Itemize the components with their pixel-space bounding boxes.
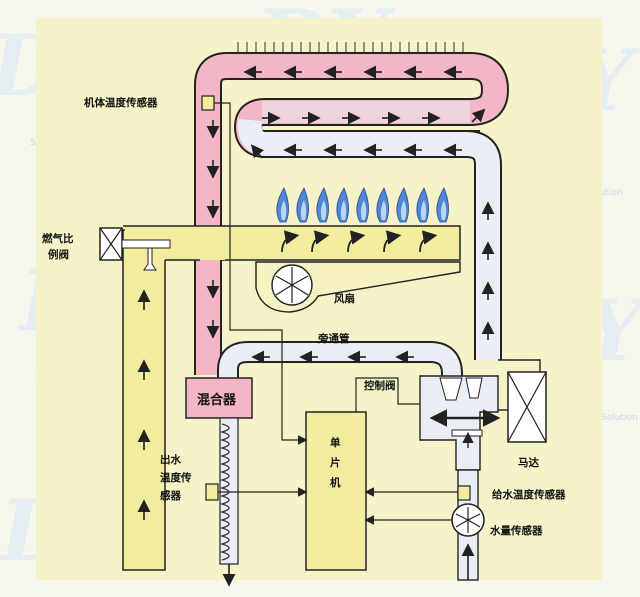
heat-exchanger-coil	[194, 52, 509, 375]
burner-flames-inner	[280, 200, 447, 220]
fan	[255, 261, 461, 313]
body-temp-sensor	[201, 95, 215, 111]
gas-valve-label: 例阀	[48, 248, 69, 261]
mcu-label: 片	[330, 456, 341, 469]
gas-proportional-valve	[99, 227, 171, 271]
mcu-block	[305, 411, 367, 571]
control-valve	[419, 375, 501, 471]
flow-sensor-label: 水量传感器	[489, 524, 543, 537]
outlet-temp-sensor	[205, 483, 219, 501]
return-pipe	[465, 130, 502, 360]
mixer-block	[185, 377, 253, 419]
motor	[498, 359, 547, 443]
gas-valve-label: 燃气比	[42, 232, 74, 245]
outlet-coil	[219, 417, 239, 587]
mixer-label: 混合器	[197, 392, 237, 408]
motor-label: 马达	[518, 456, 539, 469]
signal-lines	[214, 102, 460, 525]
control-valve-label: 控制阀	[364, 379, 396, 392]
body-temp-sensor-label: 机体温度传感器	[84, 96, 158, 109]
flow-sensor	[451, 503, 485, 580]
inlet-sensor-label: 给水温度传感器	[492, 488, 566, 501]
outlet-sensor-label: 感器	[160, 489, 181, 502]
burner-arrows	[281, 230, 438, 253]
flow-arrows-coil	[206, 65, 495, 340]
bypass-label: 旁通管	[317, 332, 350, 345]
outlet-sensor-label: 温度传	[160, 471, 192, 484]
burner-box	[221, 225, 461, 261]
bypass-pipe	[217, 341, 463, 390]
mcu-label: 机	[330, 476, 341, 489]
fan-label: 风扇	[334, 292, 355, 305]
inlet-temp-sensor	[457, 485, 471, 501]
outlet-sensor-label: 出水	[160, 453, 181, 466]
mcu-label: 单	[330, 436, 341, 449]
